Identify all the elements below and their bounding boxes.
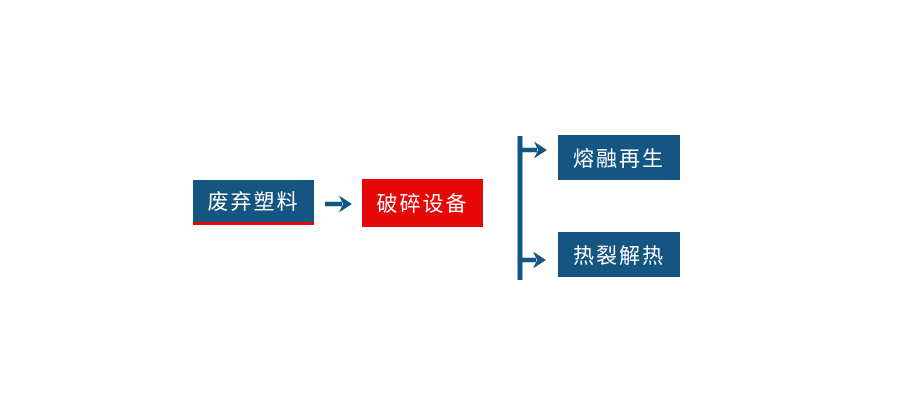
node-crushing-equipment: 破碎设备 <box>362 179 483 227</box>
node-pyrolysis-heat: 热裂解热 <box>558 232 680 277</box>
node-crushing-equipment-label: 破碎设备 <box>376 192 469 216</box>
arrow-branch-bottom-icon <box>520 251 546 269</box>
node-melt-regeneration: 熔融再生 <box>558 135 680 180</box>
arrow-source-to-process-icon <box>325 195 352 213</box>
node-waste-plastic-label: 废弃塑料 <box>207 190 300 214</box>
arrow-branch-top-icon <box>520 141 547 159</box>
arrow-head <box>533 251 546 269</box>
node-melt-regeneration-label: 熔融再生 <box>573 146 665 171</box>
arrow-head <box>534 141 547 159</box>
node-waste-plastic: 废弃塑料 <box>193 180 314 225</box>
arrow-head <box>339 195 352 213</box>
node-pyrolysis-heat-label: 热裂解热 <box>573 243 665 268</box>
